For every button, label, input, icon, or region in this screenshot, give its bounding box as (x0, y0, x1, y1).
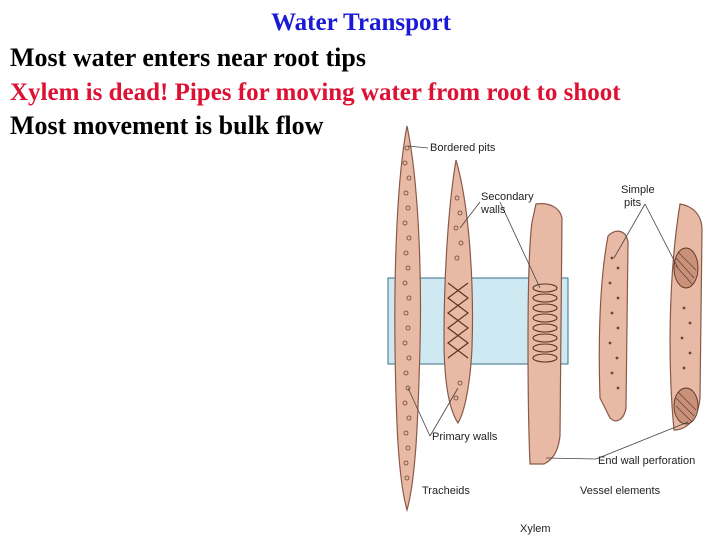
bullet-line-2: Xylem is dead! Pipes for moving water fr… (10, 79, 621, 106)
label-simple-pits-line1: Simple (621, 184, 655, 196)
label-secondary-walls-line1: Secondary (481, 191, 534, 203)
tracheid-1 (394, 125, 422, 513)
vessel-element-3 (669, 203, 703, 431)
xylem-diagram: Bordered pits Secondary walls Simple pit… (387, 125, 703, 535)
label-end-wall-perforation: End wall perforation (598, 455, 695, 467)
diagram-caption: Xylem (520, 523, 551, 535)
label-secondary-walls-line2: walls (480, 204, 506, 216)
slide-title: Water Transport (271, 9, 451, 36)
label-vessel-elements: Vessel elements (580, 485, 661, 497)
bullet-line-1: Most water enters near root tips (10, 43, 366, 72)
tracheid-2 (443, 159, 474, 425)
vessel-element-2 (598, 230, 629, 422)
label-bordered-pits: Bordered pits (430, 142, 496, 154)
vessel-element-1 (527, 203, 563, 465)
label-tracheids: Tracheids (422, 485, 470, 497)
bullet-line-3: Most movement is bulk flow (10, 111, 324, 140)
leader-lines (407, 145, 689, 460)
label-primary-walls: Primary walls (432, 431, 498, 443)
label-simple-pits-line2: pits (624, 197, 642, 209)
